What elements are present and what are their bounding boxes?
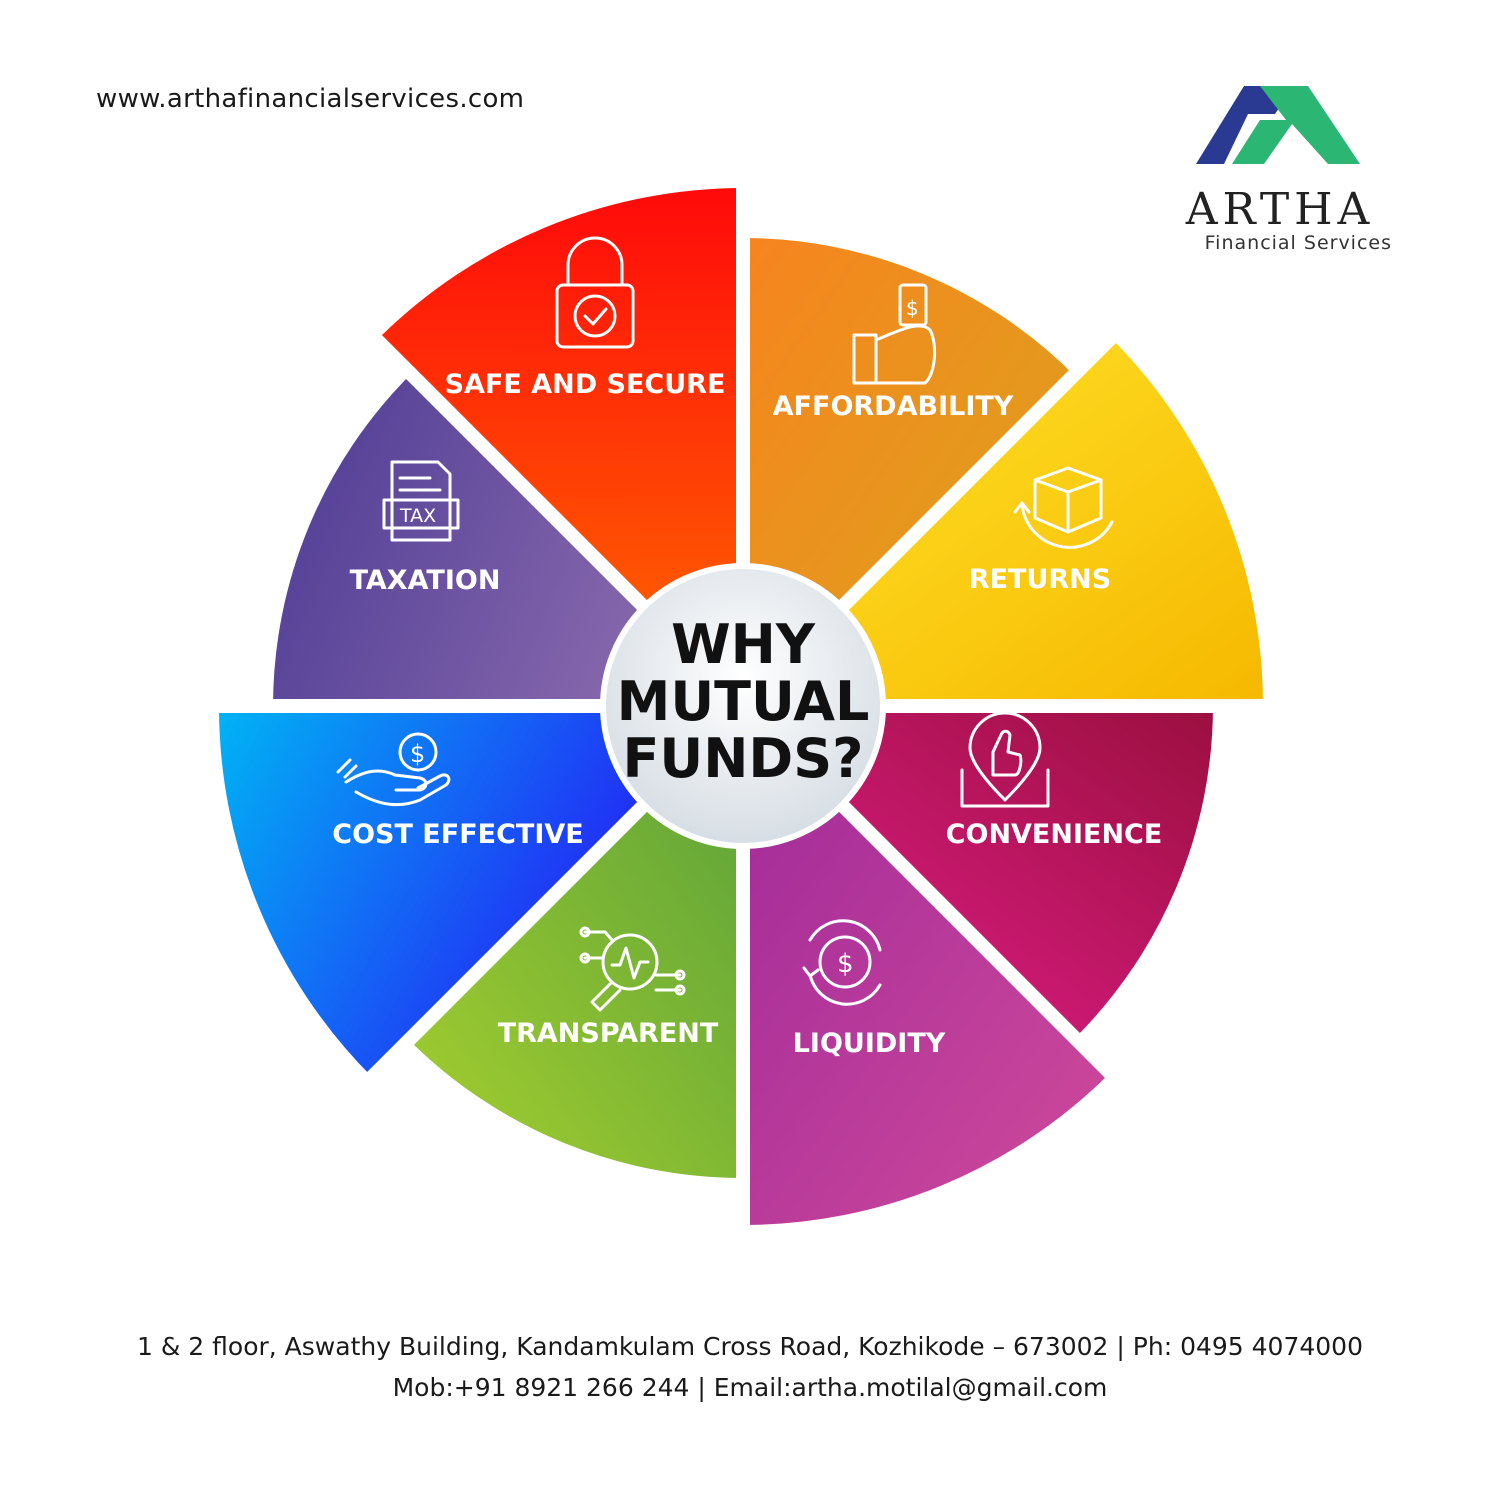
center-line-1: WHY xyxy=(671,613,816,676)
svg-text:TAX: TAX xyxy=(399,505,436,527)
label-returns: RETURNS xyxy=(969,564,1111,595)
label-affordability: AFFORDABILITY xyxy=(773,391,1014,422)
center-circle xyxy=(600,563,886,849)
dollar-cycle-icon: $ xyxy=(802,919,882,1006)
logo-name: ARTHA xyxy=(1185,184,1375,235)
label-safe-and-secure: SAFE AND SECURE xyxy=(445,369,726,400)
artha-logo: ARTHA Financial Services xyxy=(1160,82,1400,262)
segment-safe-and-secure xyxy=(377,188,743,706)
artha-logo-mark xyxy=(1196,86,1360,164)
logo-blue-chevron xyxy=(1196,86,1294,164)
segment-liquidity xyxy=(743,706,1110,1225)
mutual-funds-wheel: WHY MUTUAL FUNDS? $ xyxy=(218,188,1264,1225)
segment-returns xyxy=(743,338,1264,706)
label-transparent: TRANSPARENT xyxy=(498,1018,719,1049)
padlock-check-icon xyxy=(555,236,635,349)
svg-text:$: $ xyxy=(906,296,919,320)
label-convenience: CONVENIENCE xyxy=(946,819,1163,850)
center-line-2: MUTUAL xyxy=(617,670,870,733)
footer-address: 1 & 2 floor, Aswathy Building, Kandamkul… xyxy=(137,1332,1363,1361)
hand-money-icon: $ xyxy=(852,283,937,385)
segment-affordability xyxy=(743,237,1074,706)
magnifier-chart-icon xyxy=(579,926,686,1012)
center-line-3: FUNDS? xyxy=(623,727,864,790)
footer-contact: Mob:+91 8921 266 244 | Email:artha.motil… xyxy=(392,1373,1108,1402)
label-cost-effective: COST EFFECTIVE xyxy=(332,819,583,850)
svg-text:$: $ xyxy=(837,949,854,979)
thumbs-up-map-icon xyxy=(960,711,1050,808)
hand-dollar-icon: $ xyxy=(336,732,451,807)
svg-text:$: $ xyxy=(410,740,425,768)
box-return-icon xyxy=(1013,466,1114,549)
segment-taxation xyxy=(273,374,743,706)
logo-green-chevron xyxy=(1232,86,1360,164)
website-url: www.arthafinancialservices.com xyxy=(96,84,525,114)
segment-cost-effective xyxy=(218,706,743,1077)
label-taxation: TAXATION xyxy=(350,565,501,596)
logo-subtitle: Financial Services xyxy=(1204,232,1392,254)
label-liquidity: LIQUIDITY xyxy=(793,1028,946,1059)
segment-convenience xyxy=(743,706,1213,1038)
segment-transparent xyxy=(409,706,743,1179)
tax-document-icon: TAX xyxy=(382,460,460,542)
